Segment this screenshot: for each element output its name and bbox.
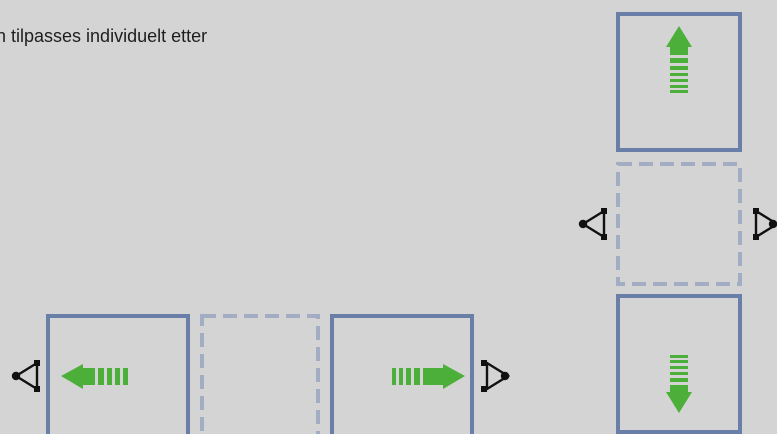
hinge-icon [578, 208, 607, 240]
arrow-left-icon [61, 364, 128, 389]
middle-panel-dashed-horizontal [200, 314, 320, 434]
caption-line-1: n tilpasses individuelt etter [0, 26, 208, 46]
arrow-right-icon [392, 364, 465, 389]
middle-panel-dashed-vertical [616, 162, 742, 286]
caption-line-2: . [0, 58, 1, 78]
arrow-up-icon [666, 26, 692, 93]
caption-text: n tilpasses individuelt etter . [0, 20, 376, 84]
arrow-down-icon [666, 355, 692, 413]
hinge-icon [11, 360, 40, 392]
hinge-icon [753, 208, 777, 240]
hinge-icon [481, 360, 511, 392]
